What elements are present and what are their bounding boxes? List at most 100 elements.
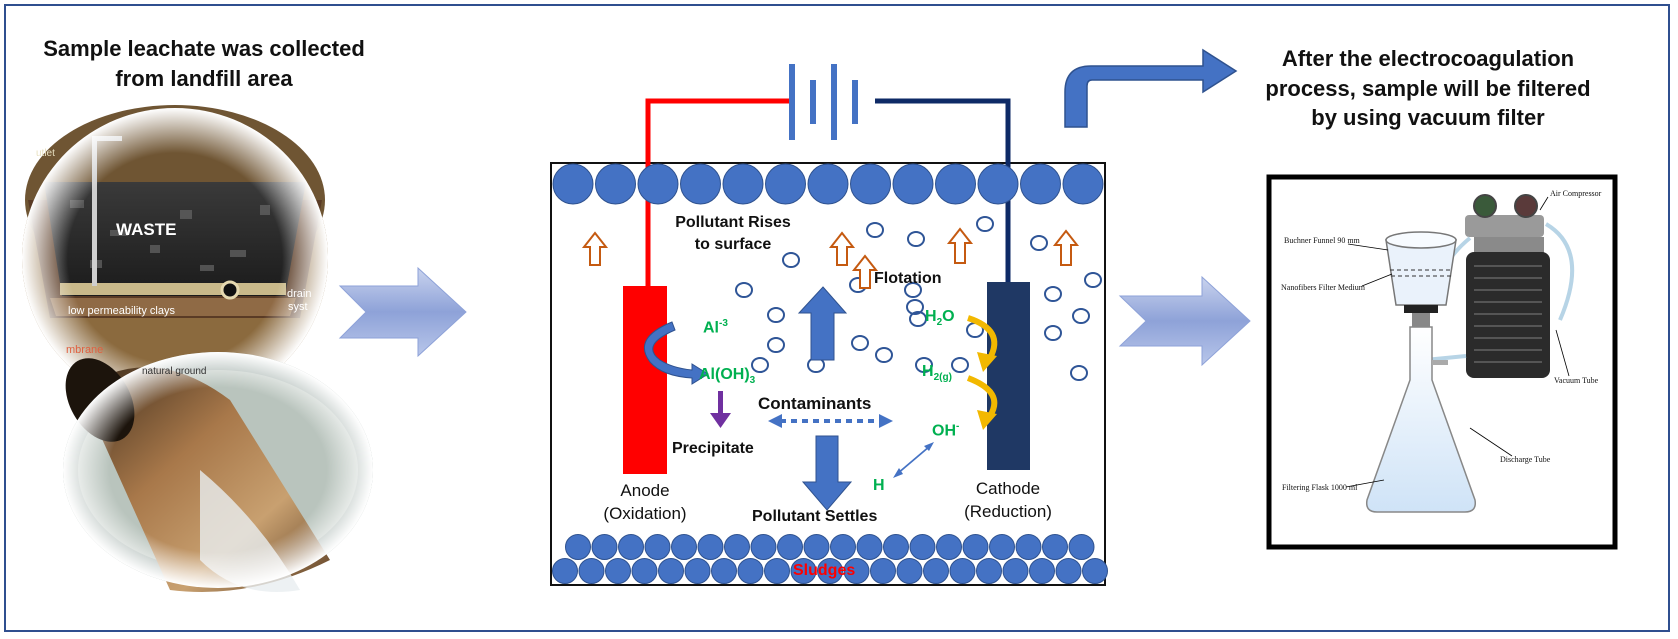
cathode-reaction-arrows <box>966 315 998 418</box>
al3-label: Al-3 <box>703 317 728 339</box>
landfill-waste-label: WASTE <box>116 220 177 239</box>
chevron-arrow-left <box>338 266 467 358</box>
cathode-line-1: Cathode <box>975 479 1041 498</box>
sludge-ball <box>909 534 936 560</box>
oh-text: OH <box>932 422 956 440</box>
al3-text: Al <box>703 319 719 337</box>
landfill-drain-label-2: syst <box>288 301 308 313</box>
label-nanofibers: Nanofibers Filter Medium <box>1281 283 1365 292</box>
sludge-ball <box>936 534 962 560</box>
surface-bubble <box>637 163 679 205</box>
sludge-ball <box>552 558 578 584</box>
surface-bubble <box>1020 163 1061 205</box>
cathode-label: Cathode (Reduction) <box>948 478 1068 524</box>
sludge-ball <box>737 558 764 584</box>
surface-bubble <box>892 163 934 205</box>
sludge-ball <box>565 534 591 560</box>
contaminants-double-arrow <box>768 414 893 428</box>
landfill-membrane-label: mbrane <box>66 344 104 356</box>
sludge-ball <box>605 558 631 584</box>
sludge-ball <box>790 558 817 584</box>
sludge-ball <box>962 534 989 560</box>
sludge-ball <box>856 534 883 560</box>
anode-label: Anode (Oxidation) <box>585 480 705 526</box>
pollutant-rises-line-2: to surface <box>694 235 772 253</box>
sludge-ball <box>1002 558 1029 584</box>
sludge-ball <box>896 558 923 584</box>
surface-bubble <box>765 163 806 205</box>
label-vacuum-tube: Vacuum Tube <box>1554 376 1599 385</box>
sludge-ball <box>644 534 671 560</box>
right-title-line-3: by using vacuum filter <box>1311 105 1545 131</box>
al3-sup: -3 <box>719 318 728 329</box>
outer-frame <box>4 4 1670 632</box>
left-title-line-2: from landfill area <box>115 65 293 91</box>
h2g-sub: 2(g) <box>933 372 952 384</box>
landfill-drain-label: drain <box>287 288 312 300</box>
h-label: H <box>873 477 885 494</box>
precipitate-arrow <box>710 391 731 428</box>
h2g-label: H2(g) <box>922 361 952 385</box>
sludge-ball <box>1015 534 1042 560</box>
landfill-clays-label: low permeability clays <box>68 305 175 317</box>
battery-icon <box>645 64 1011 286</box>
right-title-line-1: After the electrocoagulation <box>1281 46 1575 71</box>
surface-bubble <box>807 163 849 205</box>
surface-bubble <box>977 163 1019 205</box>
floating-bubbles-row <box>552 163 1104 205</box>
oh-sup: - <box>956 421 960 432</box>
sludge-ball <box>711 558 737 584</box>
sludges-label: Sludges <box>793 562 856 579</box>
landfill-illustration <box>22 105 328 408</box>
sludge-ball <box>697 534 724 560</box>
surface-bubble <box>1062 163 1104 205</box>
cathode-line-2: (Reduction) <box>964 501 1052 521</box>
settle-down-arrow <box>801 435 853 511</box>
label-discharge-tube: Discharge Tube <box>1500 455 1551 464</box>
landfill-outlet-label: utlet <box>36 148 55 159</box>
right-title: After the electrocoagulation process, sa… <box>1228 44 1628 133</box>
sludge-balls <box>552 534 1108 584</box>
precipitate-label: Precipitate <box>672 440 754 457</box>
surface-bubble <box>595 163 636 205</box>
sludge-ball <box>989 534 1015 560</box>
sludge-ball <box>777 534 803 560</box>
sludge-ball <box>1068 534 1095 560</box>
sludge-ball <box>764 558 790 584</box>
sludge-ball <box>578 558 605 584</box>
aloh3-text: Al(OH) <box>699 366 750 383</box>
sludge-ball <box>671 534 697 560</box>
contaminants-label: Contaminants <box>758 394 872 413</box>
sludge-ball <box>724 534 750 560</box>
h2o-label: H2O <box>925 306 955 330</box>
pollutant-rises-line-1: Pollutant Rises <box>675 214 791 231</box>
pollutant-rises-label: Pollutant Rises to surface <box>658 212 808 255</box>
left-title: Sample leachate was collected from landf… <box>14 34 394 93</box>
sludge-ball <box>976 558 1002 584</box>
surface-bubble <box>552 163 594 205</box>
left-title-line-1: Sample leachate was collected <box>43 36 365 61</box>
sludge-ball <box>1082 558 1108 584</box>
sludge-ball <box>591 534 618 560</box>
sludge-ball <box>949 558 976 584</box>
sludge-ball <box>923 558 949 584</box>
sludge-ball <box>1029 558 1055 584</box>
cathode-arrowheads <box>977 352 997 430</box>
sludge-ball <box>870 558 896 584</box>
anode-curve-arrow <box>644 321 709 385</box>
label-buchner-funnel: Buchner Funnel 90 mm <box>1284 236 1360 245</box>
aloh3-label: Al(OH)3 <box>699 364 755 388</box>
sludge-ball <box>843 558 870 584</box>
h2o-sub: 2 <box>936 317 943 329</box>
label-flask: Filtering Flask 1000 ml <box>1282 483 1358 492</box>
anode-line-1: Anode <box>620 481 670 500</box>
sludge-ball <box>1042 534 1068 560</box>
sludge-ball <box>817 558 843 584</box>
landfill-ground-label: natural ground <box>142 366 207 377</box>
sludge-ball <box>631 558 658 584</box>
surface-bubble <box>722 163 764 205</box>
h2o-o: O <box>942 308 955 325</box>
sludge-ball <box>1055 558 1082 584</box>
small-bubbles <box>735 216 1102 381</box>
